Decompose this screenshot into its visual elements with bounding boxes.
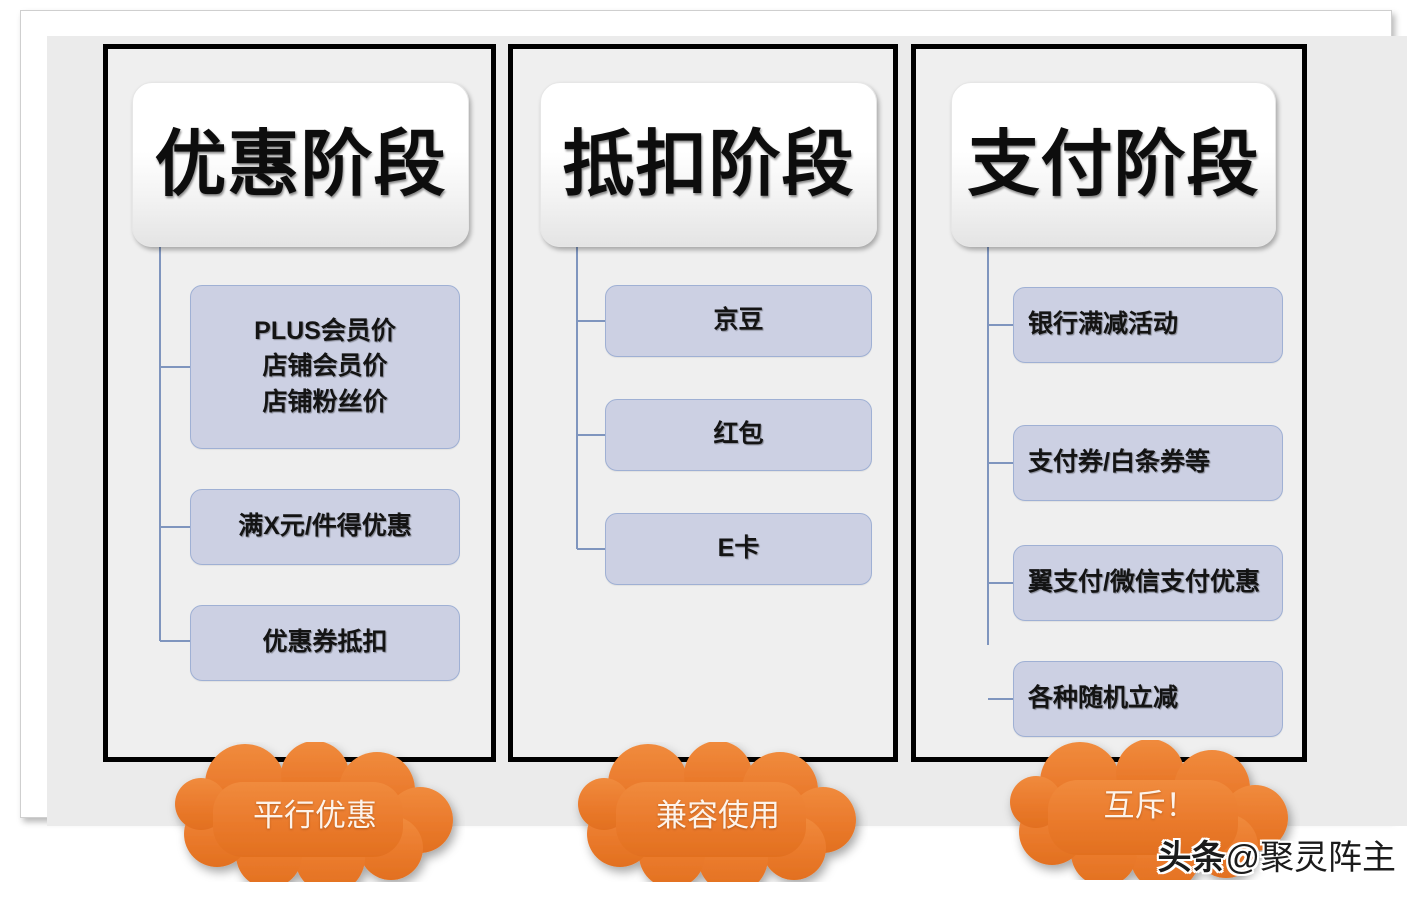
node-3-3[interactable]: 翼支付/微信支付优惠 bbox=[1013, 545, 1283, 621]
stage-title-2: 抵扣阶段 bbox=[562, 124, 855, 205]
stage-header-3: 支付阶段 bbox=[951, 82, 1276, 247]
node-2-1[interactable]: 京豆 bbox=[605, 285, 872, 357]
stage-header-1: 优惠阶段 bbox=[132, 82, 469, 247]
node-3-2[interactable]: 支付券/白条券等 bbox=[1013, 425, 1283, 501]
stage-header-2: 抵扣阶段 bbox=[540, 82, 877, 247]
node-label: 优惠券抵扣 bbox=[262, 628, 388, 657]
cloud-callout-2[interactable]: 兼容使用 bbox=[568, 742, 868, 882]
node-label: PLUS会员价 店铺会员价 店铺粉丝价 bbox=[254, 316, 396, 416]
node-3-4[interactable]: 各种随机立减 bbox=[1013, 661, 1283, 737]
watermark-at: @ bbox=[1225, 839, 1260, 877]
watermark: 头条@聚灵阵主 bbox=[1157, 830, 1396, 879]
slide-stage: 优惠阶段 PLUS会员价 店铺会员价 店铺粉丝价 满X元/件得优惠 优惠券抵扣 … bbox=[20, 10, 1407, 882]
stage-column-2[interactable]: 抵扣阶段 京豆 红包 E卡 bbox=[508, 44, 898, 762]
stage-title-1: 优惠阶段 bbox=[154, 124, 447, 205]
node-label: 京豆 bbox=[713, 306, 764, 335]
cloud-callout-1[interactable]: 平行优惠 bbox=[165, 742, 465, 882]
node-label: 银行满减活动 bbox=[1028, 310, 1179, 339]
cloud-shape bbox=[175, 742, 453, 882]
node-label: E卡 bbox=[717, 534, 760, 563]
node-label: 满X元/件得优惠 bbox=[238, 512, 412, 541]
node-1-2[interactable]: 满X元/件得优惠 bbox=[190, 489, 460, 565]
stage-title-3: 支付阶段 bbox=[967, 124, 1260, 205]
node-label: 支付券/白条券等 bbox=[1028, 448, 1210, 477]
node-3-1[interactable]: 银行满减活动 bbox=[1013, 287, 1283, 363]
node-label: 各种随机立减 bbox=[1028, 684, 1179, 713]
cloud-shape bbox=[1010, 740, 1288, 880]
watermark-account: 聚灵阵主 bbox=[1260, 839, 1396, 877]
stage-column-3[interactable]: 支付阶段 银行满减活动 支付券/白条券等 翼支付/微信支付优惠 各种随机立减 bbox=[911, 44, 1307, 762]
node-label: 翼支付/微信支付优惠 bbox=[1028, 568, 1260, 597]
cloud-shape bbox=[578, 742, 856, 882]
node-label: 红包 bbox=[713, 420, 764, 449]
node-1-1[interactable]: PLUS会员价 店铺会员价 店铺粉丝价 bbox=[190, 285, 460, 449]
stage-column-1[interactable]: 优惠阶段 PLUS会员价 店铺会员价 店铺粉丝价 满X元/件得优惠 优惠券抵扣 bbox=[103, 44, 496, 762]
watermark-platform: 头条 bbox=[1157, 839, 1226, 877]
node-2-3[interactable]: E卡 bbox=[605, 513, 872, 585]
node-1-3[interactable]: 优惠券抵扣 bbox=[190, 605, 460, 681]
node-2-2[interactable]: 红包 bbox=[605, 399, 872, 471]
